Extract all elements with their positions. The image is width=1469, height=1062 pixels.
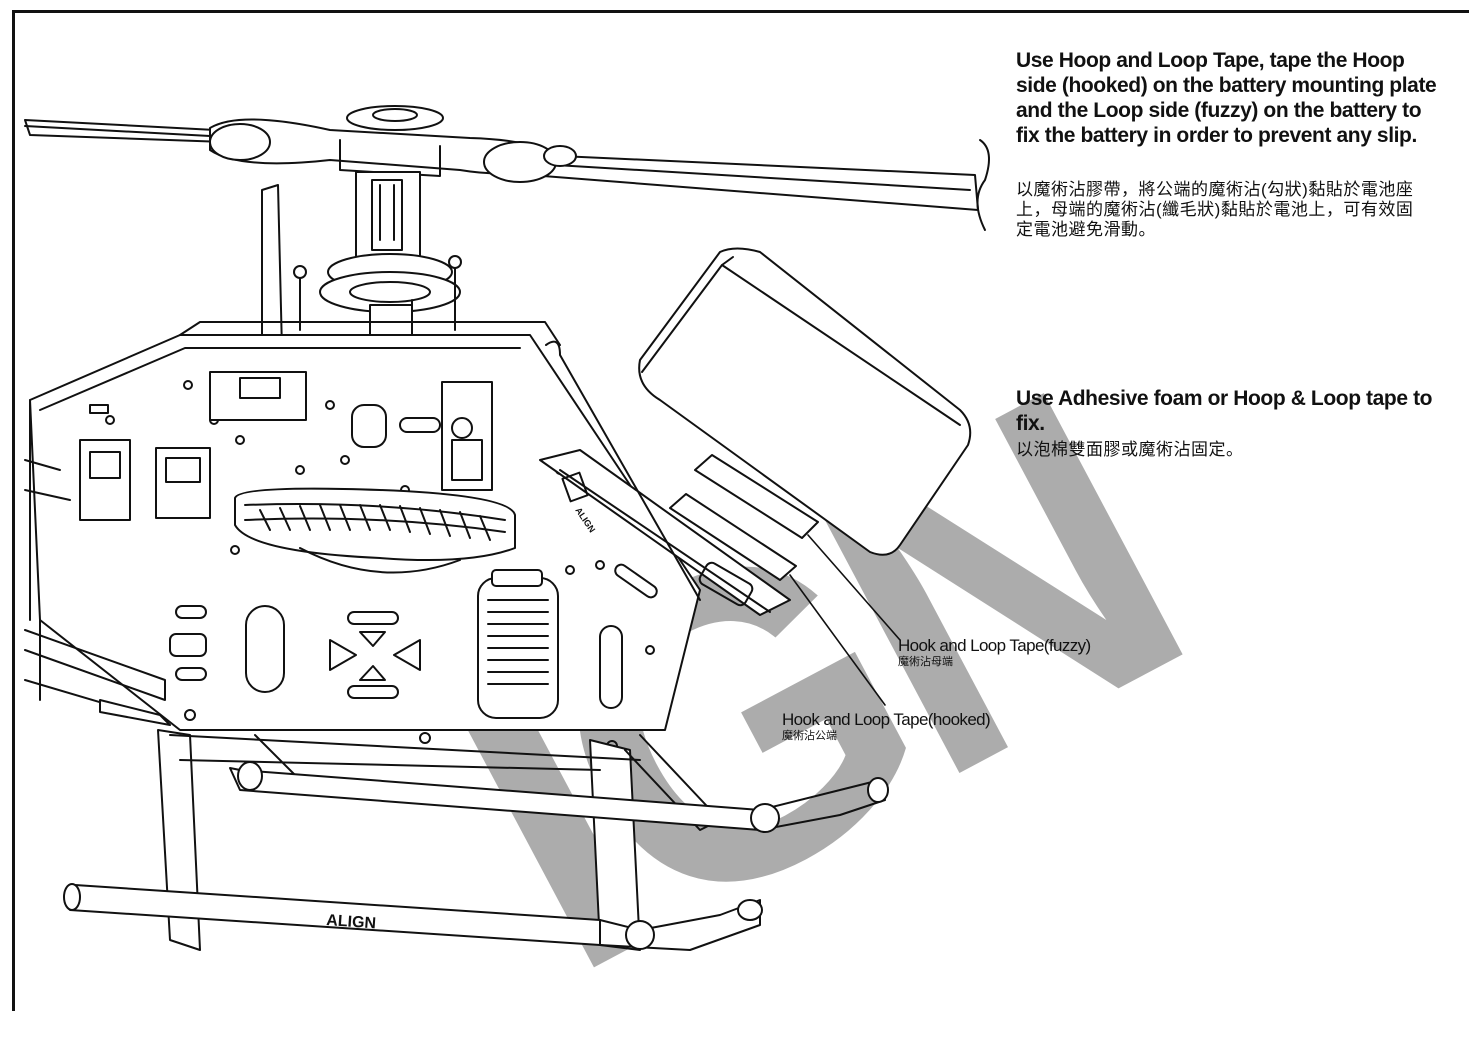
- adhesive-note: Use Adhesive foam or Hoop & Loop tape to…: [1016, 387, 1433, 435]
- motor: [477, 569, 559, 719]
- leader-lines: [789, 534, 901, 706]
- battery-pack: [638, 247, 972, 556]
- battery-fix-note-zh: 以魔術沾膠帶，將公端的魔術沾(勾狀)黏貼於電池座上，母端的魔術沾(纖毛狀)黏貼於…: [1016, 180, 1414, 239]
- servos: [79, 371, 493, 521]
- battery-tray: [539, 340, 791, 616]
- main-shaft: [293, 171, 462, 421]
- flybar-post: [261, 184, 283, 356]
- tail-boom: [24, 459, 171, 726]
- landing-skid: [63, 729, 889, 951]
- hooked-tape-label: Hook and Loop Tape(hooked): [782, 710, 991, 729]
- velcro-strips: [669, 454, 819, 581]
- fuzzy-tape-label: Hook and Loop Tape(fuzzy): [898, 636, 1091, 655]
- fuzzy-tape-label-zh: 魔術沾母端: [898, 656, 953, 668]
- battery-fix-note: Use Hoop and Loop Tape, tape the Hoop si…: [1016, 49, 1437, 147]
- hooked-tape-label-zh: 魔術沾公端: [782, 730, 837, 742]
- page-border: [12, 10, 1469, 1011]
- helicopter-illustration: ALIGN ALIGN: [24, 105, 990, 951]
- skid-logo-text: ALIGN: [326, 912, 377, 932]
- main-gear: [234, 487, 516, 574]
- rotor-head: [209, 105, 577, 183]
- adhesive-note-zh: 以泡棉雙面膠或魔術沾固定。: [1016, 440, 1244, 459]
